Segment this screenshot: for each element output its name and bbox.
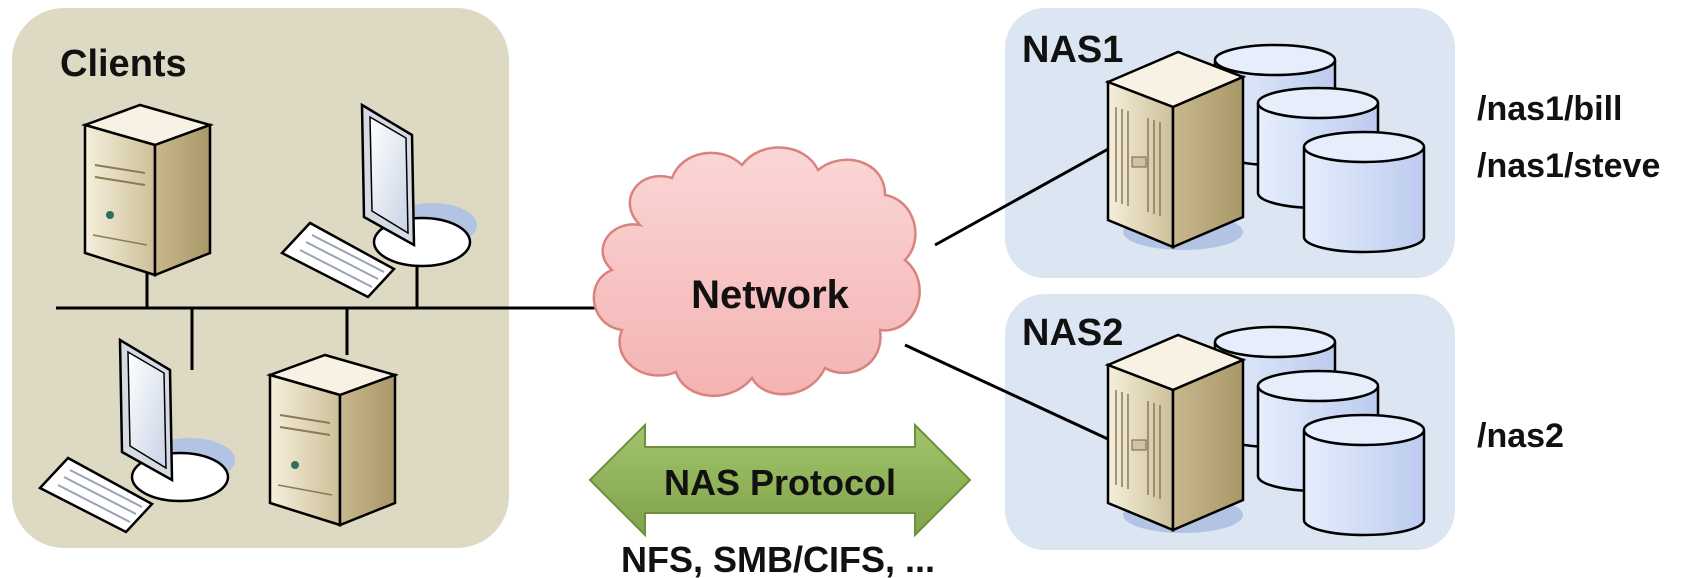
nas1-export-path: /nas1/bill [1477, 90, 1623, 128]
nas2-title: NAS2 [1022, 312, 1123, 354]
nas-links [904, 146, 1111, 442]
nas1-disk-stack [1213, 43, 1426, 254]
disk-icon [1302, 130, 1426, 254]
protocol-label: NAS Protocol [664, 462, 896, 503]
client-bus [56, 262, 600, 370]
nas2-export-path: /nas2 [1477, 417, 1564, 455]
nas1-export-path: /nas1/steve [1477, 147, 1660, 185]
nas2-disk-stack [1213, 325, 1426, 537]
client-workstation-icon [279, 102, 477, 299]
client-server-icon [265, 353, 400, 527]
nas1-title: NAS1 [1022, 29, 1123, 71]
network-label: Network [691, 273, 850, 317]
disk-icon [1302, 413, 1426, 537]
client-server-icon [80, 103, 215, 277]
client-workstation-icon [37, 337, 235, 534]
protocol-double-arrow [588, 422, 972, 538]
nas1-server-icon [1104, 50, 1247, 250]
protocol-examples: NFS, SMB/CIFS, ... [621, 539, 935, 578]
nas2-server-icon [1104, 333, 1247, 533]
clients-title: Clients [60, 43, 187, 85]
network-cloud [592, 146, 921, 398]
